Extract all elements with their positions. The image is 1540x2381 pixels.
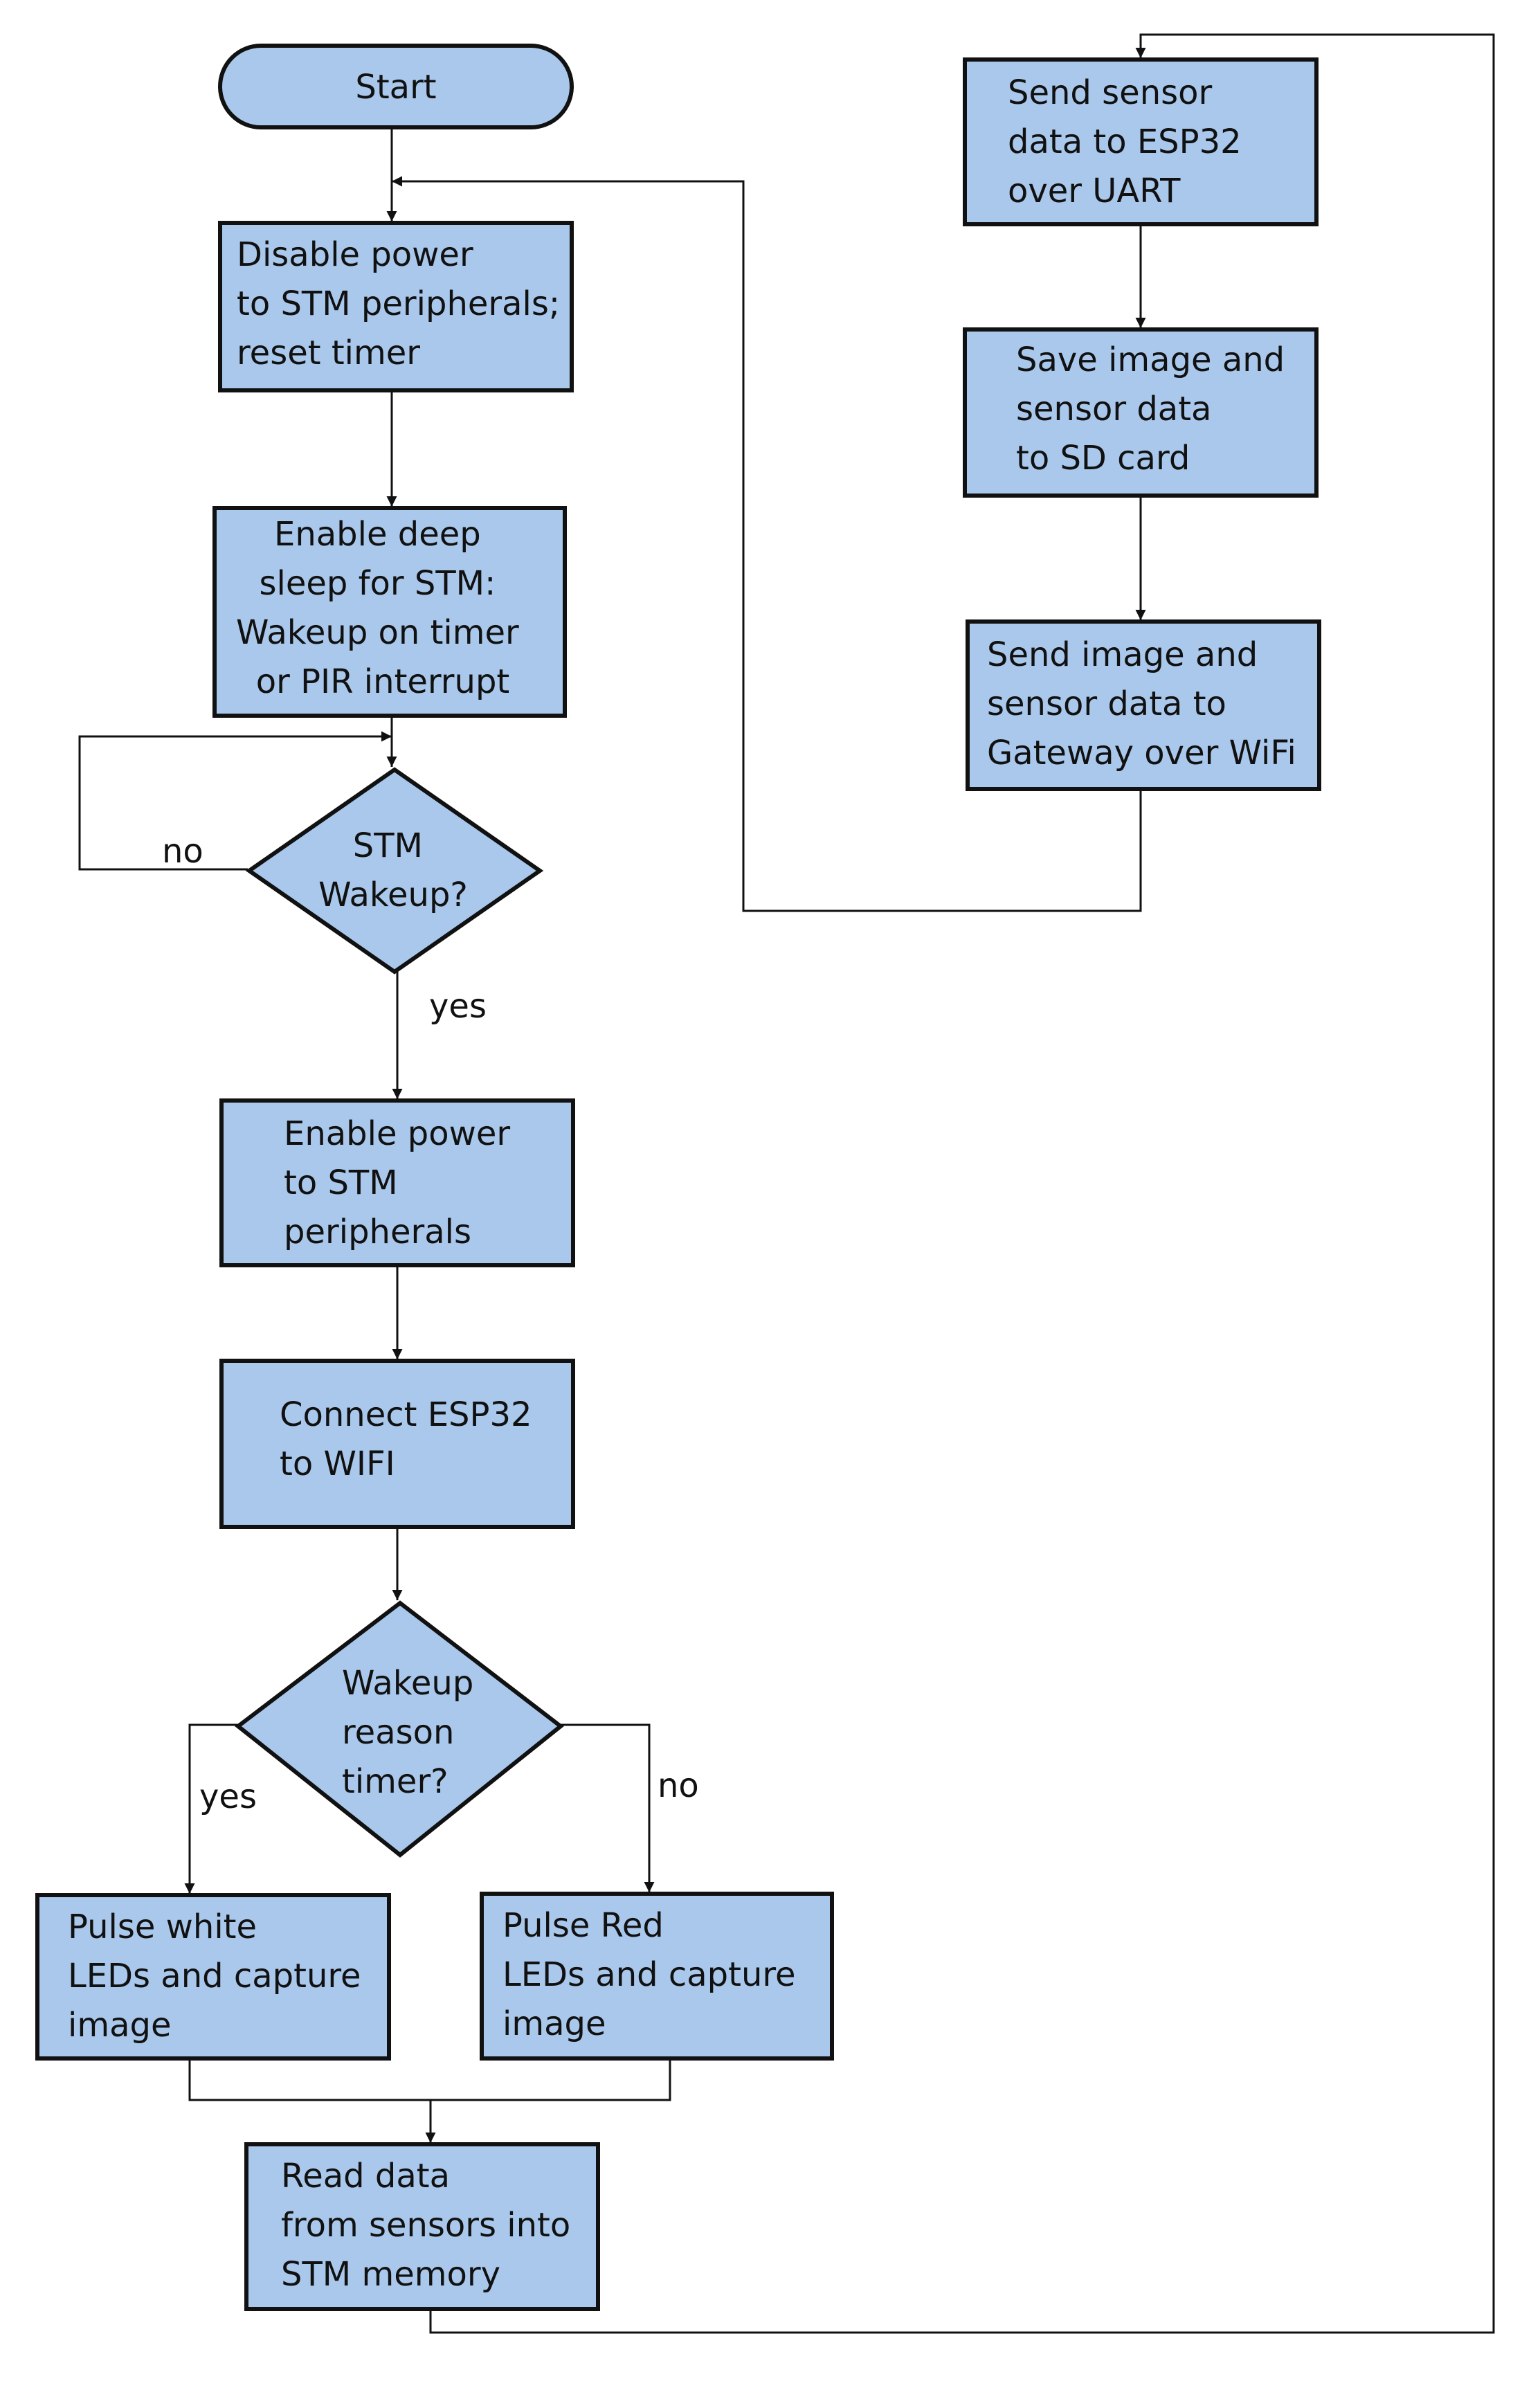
send-wifi-box: Send image and sensor data to Gateway ov…: [966, 619, 1321, 791]
pulse-white-line-1: Pulse white: [68, 1908, 257, 1946]
disable-power-line-2: to STM peripherals;: [237, 284, 560, 323]
svg-text:STM Wakeup?: STM Wakeup?: [318, 826, 468, 914]
disable-power-line-1: Disable power: [237, 235, 473, 274]
start-terminator: Start: [218, 44, 574, 129]
send-uart-box: Send sensor data to ESP32 over UART: [963, 57, 1319, 226]
pulse-red-line-3: image: [502, 2004, 606, 2043]
svg-text:Connect ESP32 to WIFI: Connect ESP32 to WIFI: [280, 1395, 543, 1483]
svg-text:Pulse Red LEDs and captu: Pulse Red LEDs and capture image: [502, 1906, 806, 2043]
send-uart-line-1: Send sensor: [1008, 73, 1212, 112]
svg-text:Send image and sensor da: Send image and sensor data to Gateway ov…: [987, 635, 1296, 772]
edge-labels: no yes yes no: [162, 832, 699, 1816]
connect-wifi-line-1: Connect ESP32: [280, 1395, 532, 1434]
deep-sleep-box: Enable deep sleep for STM: Wakeup on tim…: [212, 506, 567, 718]
disable-power-line-3: reset timer: [237, 334, 420, 372]
wakeup-reason-line-3: timer?: [342, 1762, 449, 1801]
svg-text:Disable power to STM per: Disable power to STM peripherals; reset …: [237, 235, 570, 372]
edges: [78, 33, 1495, 2334]
connect-wifi-box: Connect ESP32 to WIFI: [219, 1359, 575, 1529]
deep-sleep-line-3: Wakeup on timer: [236, 613, 519, 652]
svg-text:Wakeup reason time: Wakeup reason timer?: [342, 1664, 484, 1801]
save-sd-line-1: Save image and: [1016, 341, 1285, 379]
read-data-line-3: STM memory: [281, 2255, 500, 2294]
pulse-red-line-2: LEDs and capture: [502, 1955, 796, 1994]
svg-text:Save image and sensor da: Save image and sensor data to SD card: [1016, 341, 1295, 478]
edge-white-to-merge: [188, 2058, 671, 2101]
svg-text:Pulse white LEDs and cap: Pulse white LEDs and capture image: [68, 1908, 372, 2045]
pulse-red-box: Pulse Red LEDs and capture image: [480, 1892, 834, 2061]
stm-wakeup-decision: STM Wakeup?: [245, 767, 544, 975]
enable-power-line-2: to STM: [284, 1164, 398, 1202]
send-wifi-line-1: Send image and: [987, 635, 1258, 674]
stm-wakeup-line-1: STM: [353, 826, 423, 865]
wakeup-reason-decision: Wakeup reason timer?: [235, 1600, 564, 1858]
svg-text:Start: Start: [355, 68, 436, 107]
deep-sleep-line-2: sleep for STM:: [259, 564, 496, 603]
pulse-white-line-2: LEDs and capture: [68, 1957, 361, 1995]
label-reason-yes: yes: [199, 1777, 257, 1816]
start-label: Start: [355, 68, 436, 107]
send-wifi-line-2: sensor data to: [987, 685, 1226, 723]
enable-power-box: Enable power to STM peripherals: [219, 1098, 575, 1267]
send-uart-line-3: over UART: [1008, 172, 1181, 210]
svg-text:Read data from sensors i: Read data from sensors into STM memory: [281, 2157, 581, 2294]
edge-wifi-back-to-disable: [392, 176, 1142, 912]
enable-power-line-1: Enable power: [284, 1114, 510, 1153]
save-sd-box: Save image and sensor data to SD card: [963, 327, 1319, 498]
disable-power-box: Disable power to STM peripherals; reset …: [218, 221, 574, 392]
edge-stm-wakeup-no-loop: [78, 731, 392, 871]
connect-wifi-line-2: to WIFI: [280, 1445, 395, 1483]
svg-text:Enable deep sleep for ST: Enable deep sleep for STM: Wakeup on tim…: [236, 515, 529, 701]
save-sd-line-2: sensor data: [1016, 390, 1211, 428]
svg-text:Enable power to STM: Enable power to STM peripherals: [284, 1114, 520, 1251]
deep-sleep-line-1: Enable deep: [274, 515, 481, 554]
send-uart-line-2: data to ESP32: [1008, 123, 1242, 161]
enable-power-line-3: peripherals: [284, 1213, 471, 1251]
edge-reason-no: [561, 1723, 655, 1892]
svg-text:Send sensor data to ESP3: Send sensor data to ESP32 over UART: [1008, 73, 1252, 210]
read-data-box: Read data from sensors into STM memory: [244, 2142, 600, 2311]
wakeup-reason-line-1: Wakeup: [342, 1664, 473, 1703]
pulse-white-line-3: image: [68, 2006, 172, 2045]
wakeup-reason-line-2: reason: [342, 1713, 454, 1752]
edge-read-to-send-uart: [429, 33, 1495, 2334]
read-data-line-2: from sensors into: [281, 2206, 570, 2245]
label-stm-yes: yes: [429, 987, 487, 1026]
label-reason-no: no: [658, 1766, 699, 1805]
stm-wakeup-line-2: Wakeup?: [318, 876, 468, 914]
save-sd-line-3: to SD card: [1016, 439, 1190, 478]
deep-sleep-line-4: or PIR interrupt: [256, 662, 510, 701]
send-wifi-line-3: Gateway over WiFi: [987, 734, 1296, 772]
pulse-red-line-1: Pulse Red: [502, 1906, 664, 1945]
read-data-line-1: Read data: [281, 2157, 450, 2196]
pulse-white-box: Pulse white LEDs and capture image: [35, 1893, 391, 2061]
edge-reason-yes: [184, 1723, 238, 1894]
label-stm-no: no: [162, 832, 203, 871]
